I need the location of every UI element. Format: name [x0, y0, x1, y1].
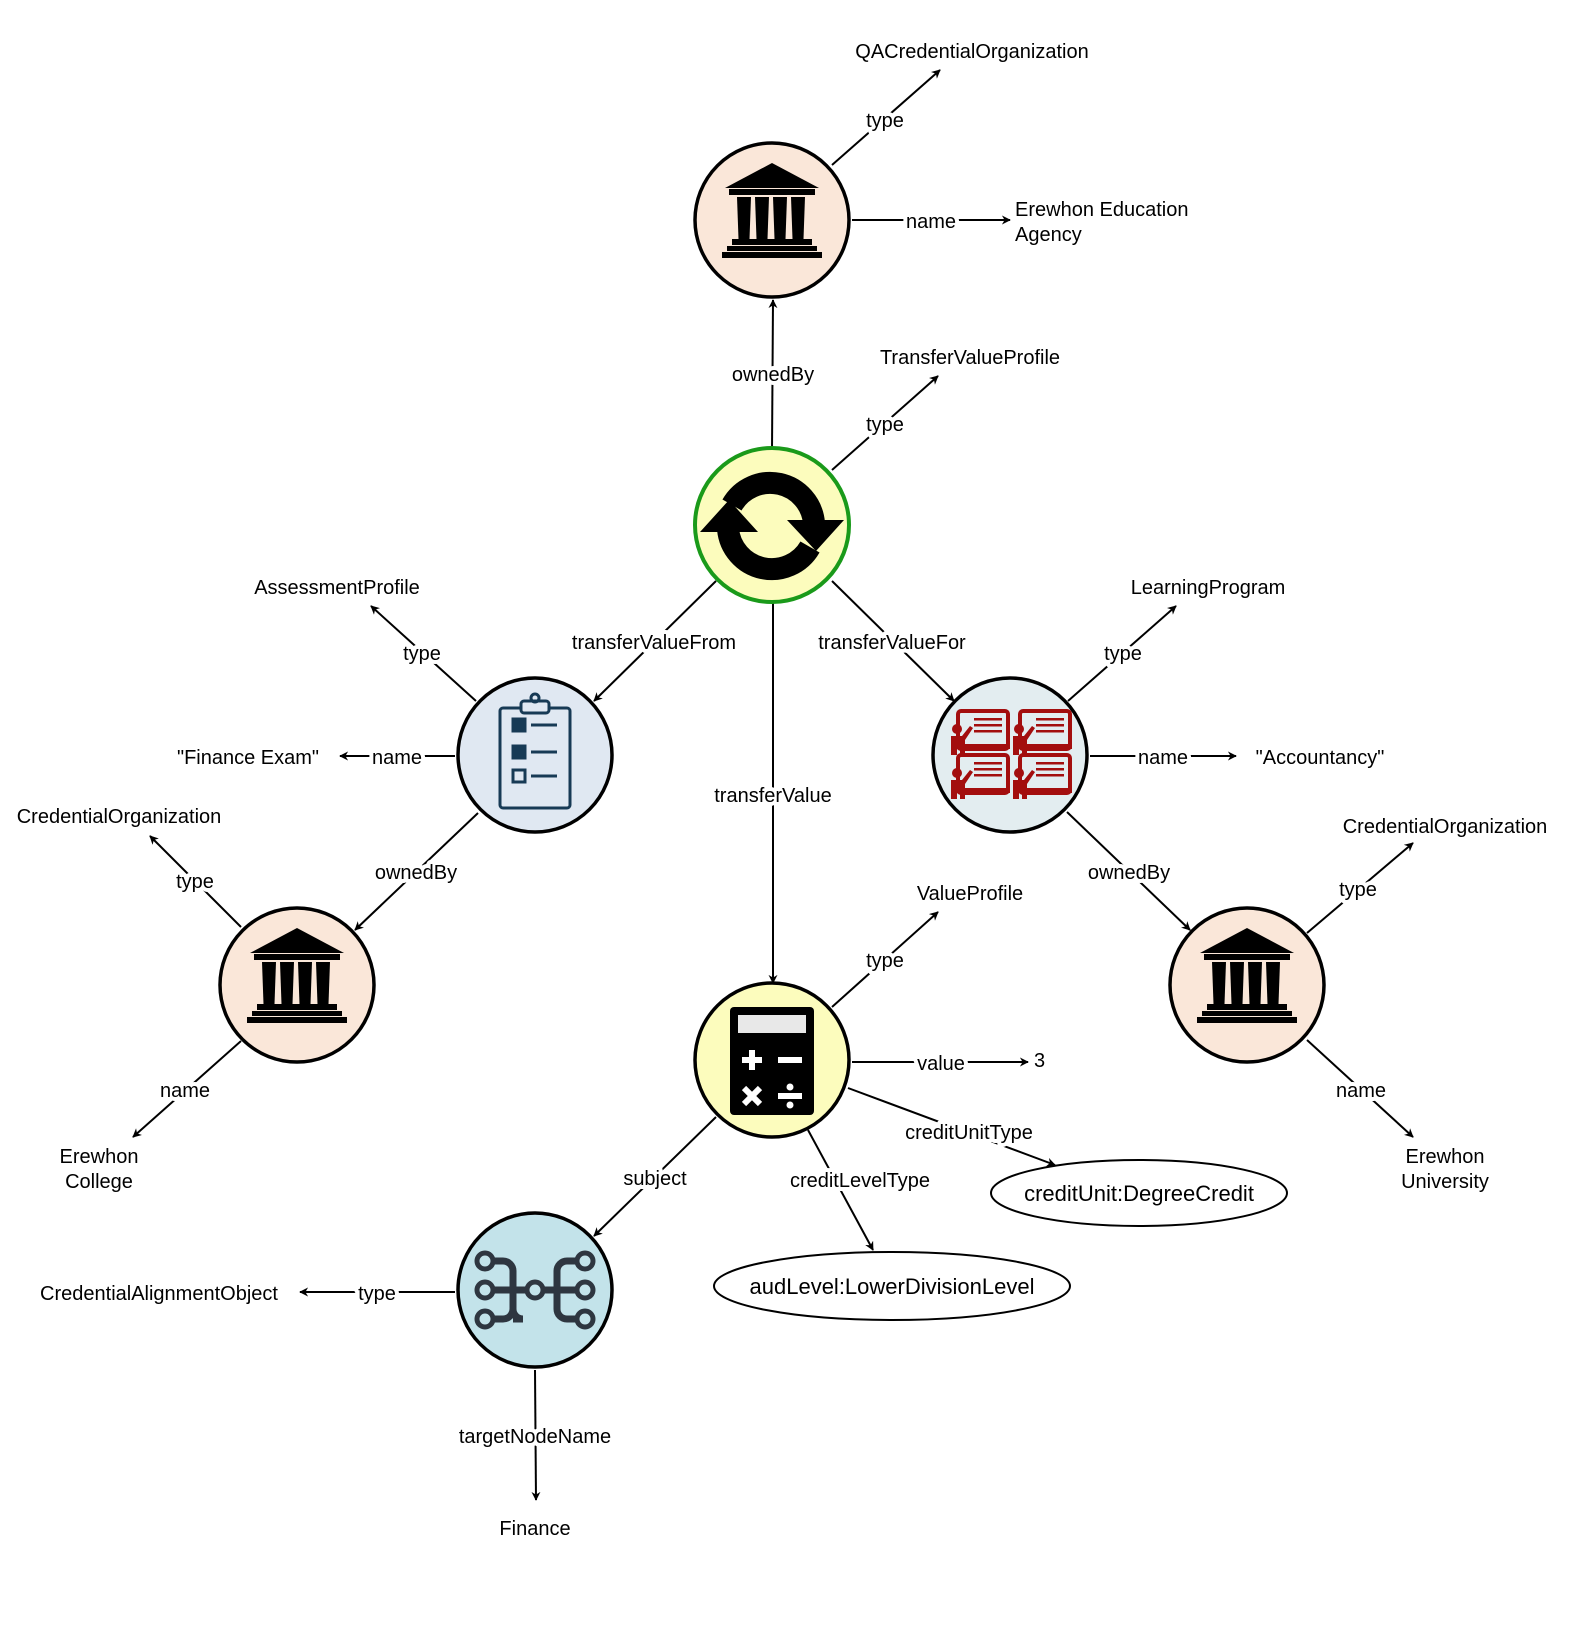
- target-align-type: CredentialAlignmentObject: [40, 1283, 278, 1305]
- edge-label-center-from: transferValueFrom: [572, 632, 736, 654]
- edge-calc-level: [807, 1129, 874, 1251]
- edge-align-target: [531, 1369, 541, 1501]
- edge-label-align-type: type: [358, 1283, 396, 1305]
- organization-node-university[interactable]: [1168, 906, 1326, 1064]
- target-center-type: TransferValueProfile: [880, 347, 1060, 369]
- edge-label-toporg-type: type: [866, 110, 904, 132]
- edge-rightorg-type: [1306, 842, 1414, 934]
- target-toporg-name-1: Erewhon Education: [1015, 199, 1188, 221]
- edge-label-calc-level: creditLevelType: [790, 1170, 930, 1192]
- edge-label-toporg-name: name: [906, 211, 956, 233]
- edge-label-rightorg-name: name: [1336, 1080, 1386, 1102]
- target-prog-name: "Accountancy": [1256, 747, 1385, 769]
- edge-label-rightorg-type: type: [1339, 879, 1377, 901]
- calculator-icon: [730, 1007, 814, 1115]
- target-leftorg-name-2: College: [65, 1171, 133, 1193]
- learning-program-node[interactable]: [931, 676, 1089, 834]
- target-align-target: Finance: [499, 1518, 570, 1540]
- edge-center-from: [593, 580, 717, 702]
- edge-label-prog-ownedBy: ownedBy: [1088, 862, 1170, 884]
- target-assess-type: AssessmentProfile: [254, 577, 420, 599]
- classroom-teacher-icon: [951, 709, 1072, 799]
- edge-label-leftorg-name: name: [160, 1080, 210, 1102]
- literal-node-calc-level[interactable]: audLevel:LowerDivisionLevel: [713, 1251, 1071, 1321]
- checklist-clipboard-icon: [498, 692, 572, 810]
- target-calc-type: ValueProfile: [917, 883, 1023, 905]
- institution-icon: [1197, 928, 1297, 1023]
- edge-calc-type: [831, 911, 939, 1008]
- credential-alignment-node[interactable]: [456, 1211, 614, 1369]
- literal-node-label: creditUnit:DegreeCredit: [1024, 1181, 1254, 1206]
- institution-icon: [247, 928, 347, 1023]
- edge-center-for: [831, 580, 955, 702]
- literal-node-calc-unit[interactable]: creditUnit:DegreeCredit: [990, 1159, 1288, 1227]
- edge-label-center-type: type: [866, 414, 904, 436]
- organization-node-college[interactable]: [218, 906, 376, 1064]
- target-rightorg-type: CredentialOrganization: [1343, 816, 1548, 838]
- edge-center-ownedBy: [768, 299, 778, 451]
- target-calc-value: 3: [1034, 1050, 1045, 1072]
- assessment-profile-node[interactable]: [456, 676, 614, 834]
- edge-leftorg-name: [132, 1040, 242, 1138]
- edge-prog-ownedBy: [1066, 811, 1191, 931]
- labels-layer: ownedBy type type name transferValueFrom tran…: [17, 41, 1548, 1540]
- target-rightorg-name-1: Erewhon: [1406, 1146, 1485, 1168]
- edge-label-prog-name: name: [1138, 747, 1188, 769]
- edge-calc-subject: [593, 1116, 717, 1237]
- edge-label-center-ownedBy: ownedBy: [732, 364, 814, 386]
- edge-center-type: [831, 375, 939, 471]
- edge-rightorg-name: [1306, 1039, 1414, 1138]
- edge-label-leftorg-type: type: [176, 871, 214, 893]
- organization-node-qa[interactable]: [693, 141, 851, 299]
- transfer-value-profile-node[interactable]: [693, 446, 851, 604]
- edge-label-center-for: transferValueFor: [818, 632, 966, 654]
- edge-label-calc-value: value: [917, 1053, 965, 1075]
- target-toporg-name-2: Agency: [1015, 224, 1082, 246]
- edge-label-calc-subject: subject: [623, 1168, 687, 1190]
- literal-node-label: audLevel:LowerDivisionLevel: [750, 1274, 1035, 1299]
- target-leftorg-name-1: Erewhon: [60, 1146, 139, 1168]
- edge-label-align-target: targetNodeName: [459, 1426, 611, 1448]
- refresh-arrows-icon: [700, 471, 844, 581]
- value-profile-node[interactable]: [693, 981, 851, 1139]
- edge-assess-ownedBy: [354, 812, 479, 931]
- edge-toporg-type: [831, 69, 941, 166]
- edges-layer: [132, 69, 1414, 1501]
- target-assess-name: "Finance Exam": [177, 747, 319, 769]
- edge-label-assess-ownedBy: ownedBy: [375, 862, 457, 884]
- edge-label-prog-type: type: [1104, 643, 1142, 665]
- edge-label-assess-name: name: [372, 747, 422, 769]
- target-leftorg-type: CredentialOrganization: [17, 806, 222, 828]
- nodes-layer: creditUnit:DegreeCredit audLevel:LowerDiv…: [218, 141, 1326, 1369]
- edge-leftorg-type: [149, 835, 242, 928]
- target-toporg-type: QACredentialOrganization: [855, 41, 1088, 63]
- institution-icon: [722, 163, 822, 258]
- network-branch-icon: [474, 1250, 596, 1330]
- target-rightorg-name-2: University: [1401, 1171, 1489, 1193]
- edge-label-calc-type: type: [866, 950, 904, 972]
- edge-calc-unit: [847, 1087, 1056, 1167]
- edge-prog-type: [1067, 605, 1177, 702]
- edge-label-center-value: transferValue: [714, 785, 831, 807]
- edge-assess-type: [370, 605, 477, 702]
- edge-label-calc-unit: creditUnitType: [905, 1122, 1033, 1144]
- edge-label-assess-type: type: [403, 643, 441, 665]
- target-prog-type: LearningProgram: [1131, 577, 1286, 599]
